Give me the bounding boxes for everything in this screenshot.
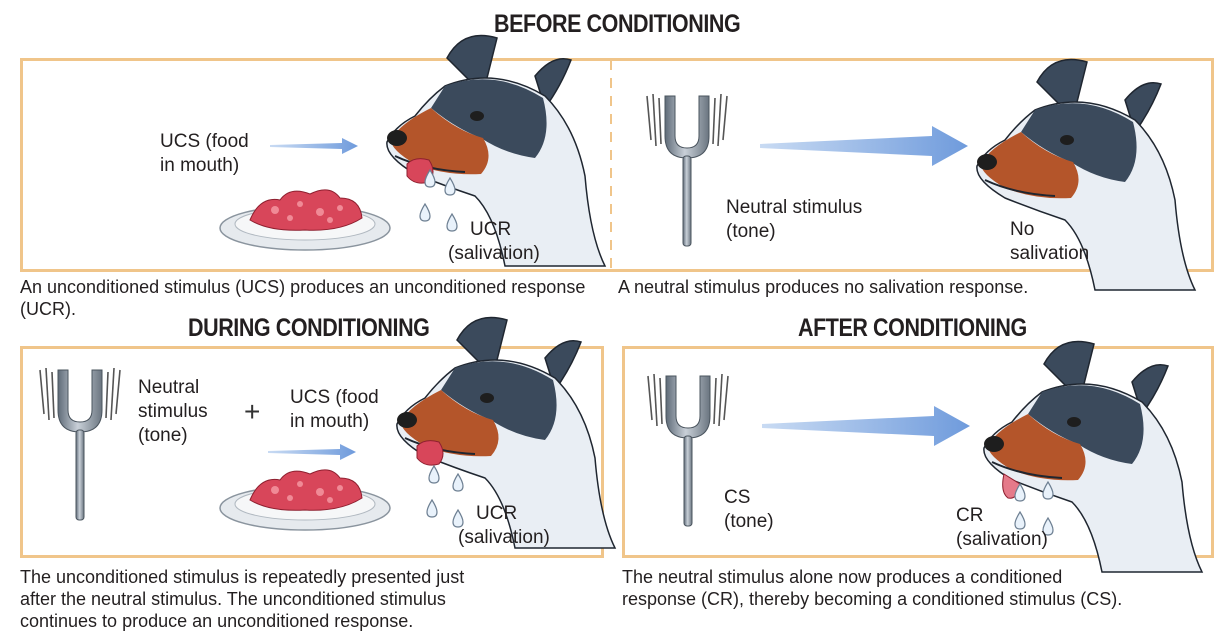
cr-label: CR(salivation) (956, 505, 1048, 550)
ucs-arrow (268, 444, 356, 460)
tuning-fork-icon (646, 93, 728, 247)
conditioned-stimulus-arrow (762, 406, 970, 446)
heading-after-conditioning: AFTER CONDITIONING (798, 314, 1027, 342)
neutral-stimulus-label: Neutral stimulus(tone) (726, 197, 863, 242)
neutral-stimulus-arrow (760, 126, 968, 166)
ucs-arrow (270, 138, 358, 154)
ucr-label: UCR(salivation) (448, 219, 540, 264)
caption-after: The neutral stimulus alone now produces … (622, 567, 1123, 609)
food-plate-illustration (219, 469, 391, 531)
heading-before-conditioning: BEFORE CONDITIONING (494, 10, 741, 38)
plus-sign: + (244, 396, 261, 427)
ucr-label: UCR(salivation) (458, 503, 550, 548)
dog-salivating-illustration (395, 316, 616, 549)
caption-before-right: A neutral stimulus produces no salivatio… (618, 277, 1029, 297)
heading-during-conditioning: DURING CONDITIONING (188, 314, 430, 342)
food-plate-illustration (219, 189, 391, 251)
caption-before-left: An unconditioned stimulus (UCS) produces… (20, 277, 586, 319)
tuning-fork-icon (39, 367, 121, 521)
caption-during: The unconditioned stimulus is repeatedly… (20, 567, 465, 631)
cs-label: CS(tone) (724, 487, 774, 532)
